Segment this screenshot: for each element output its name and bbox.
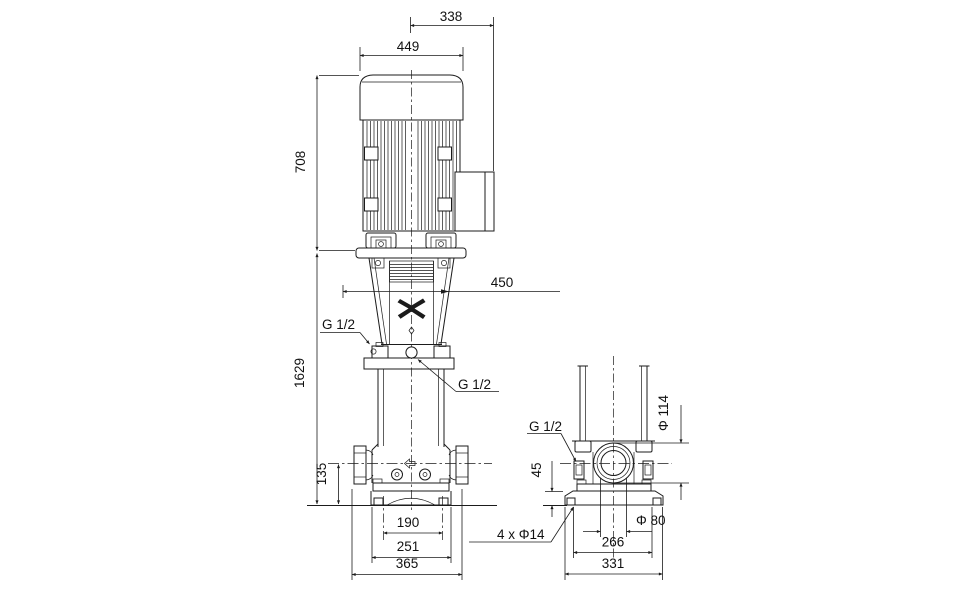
dim-drain-port: G 1/2 — [417, 359, 499, 392]
dim-base-plate-width: 251 — [371, 507, 452, 563]
motor-lug — [364, 197, 379, 212]
dim-base-bolt-spacing-end: 266 — [573, 507, 653, 558]
side-port-boss — [642, 460, 654, 480]
flow-direction-arrow — [403, 458, 416, 469]
dim-port-centre-height: 135 — [314, 463, 341, 505]
stool-top-plate — [355, 247, 467, 259]
pump-head — [363, 342, 455, 370]
front-view — [307, 70, 497, 510]
motor-lug — [364, 146, 379, 161]
brand-logo — [397, 298, 426, 319]
chamber-stack — [377, 369, 445, 447]
dim-port-height-45: 45 — [529, 461, 563, 517]
dim-label-708: 708 — [293, 151, 308, 174]
dim-side-port: G 1/2 — [527, 419, 577, 462]
head-band — [363, 357, 455, 370]
suction-flange — [353, 445, 367, 485]
dim-label-365: 365 — [396, 556, 419, 571]
stool-bolt — [371, 257, 385, 269]
terminal-box — [454, 171, 495, 232]
shaft-marker — [408, 326, 415, 335]
dim-base-overall-width-end: 331 — [564, 507, 663, 580]
dim-label-190: 190 — [397, 515, 420, 530]
dim-label-450: 450 — [491, 275, 514, 290]
bearing-plate — [372, 482, 450, 492]
dim-label-g12-priming: G 1/2 — [322, 317, 355, 332]
motor — [359, 74, 495, 232]
priming-port-boss — [370, 348, 377, 355]
dim-label-80: Φ 80 — [636, 513, 666, 528]
dim-bore-diameter: Φ 80 — [583, 478, 666, 537]
clamp-block — [574, 440, 592, 453]
pump-base — [370, 491, 452, 506]
stool-bolt — [437, 257, 451, 269]
clamp-block — [635, 440, 653, 453]
plug — [419, 468, 431, 481]
motor-fins — [366, 121, 457, 230]
dim-terminal-box-offset: 338 — [410, 9, 494, 171]
dim-label-114: Φ 114 — [656, 394, 671, 431]
discharge-flange — [455, 445, 469, 485]
dim-base-overall-width-front: 365 — [351, 489, 463, 580]
dim-motor-width: 449 — [359, 39, 464, 71]
dim-priming-port: G 1/2 — [320, 317, 370, 345]
side-port-boss — [573, 460, 585, 480]
dimensions: 338 449 708 1629 450 G 1/2 — [292, 9, 689, 580]
dim-label-331: 331 — [602, 556, 625, 571]
motor-flange — [355, 230, 467, 259]
head-foot — [433, 345, 451, 359]
drain-port — [405, 346, 418, 359]
dim-label-4x14: 4 x Φ14 — [497, 527, 545, 542]
dim-label-251: 251 — [397, 539, 420, 554]
dim-base-bolt-spacing-front: 190 — [383, 496, 443, 540]
dim-bolt-holes: 4 x Φ14 — [469, 506, 574, 543]
dim-label-135: 135 — [314, 463, 329, 486]
dim-label-1629: 1629 — [292, 358, 307, 388]
head-foot — [371, 345, 389, 359]
dim-motor-height: 708 — [293, 75, 359, 251]
dim-label-g12-drain: G 1/2 — [458, 377, 491, 392]
dim-label-338: 338 — [440, 9, 463, 24]
dim-label-449: 449 — [397, 39, 420, 54]
end-view — [543, 356, 672, 558]
dim-head-clearance: 450 — [342, 275, 560, 298]
dim-label-266: 266 — [602, 535, 625, 550]
suction-housing — [307, 443, 497, 506]
motor-stool — [368, 257, 455, 345]
motor-lug — [437, 146, 452, 161]
front-centerlines — [328, 70, 492, 510]
plug — [391, 468, 403, 481]
dim-label-g12-side: G 1/2 — [529, 419, 562, 434]
dim-total-height: 1629 — [292, 253, 319, 505]
motor-fan-cover — [359, 74, 464, 121]
end-base — [564, 479, 664, 506]
staybolts — [577, 365, 650, 441]
coupling — [389, 260, 434, 283]
dim-label-45: 45 — [529, 462, 544, 477]
motor-lug — [437, 197, 452, 212]
